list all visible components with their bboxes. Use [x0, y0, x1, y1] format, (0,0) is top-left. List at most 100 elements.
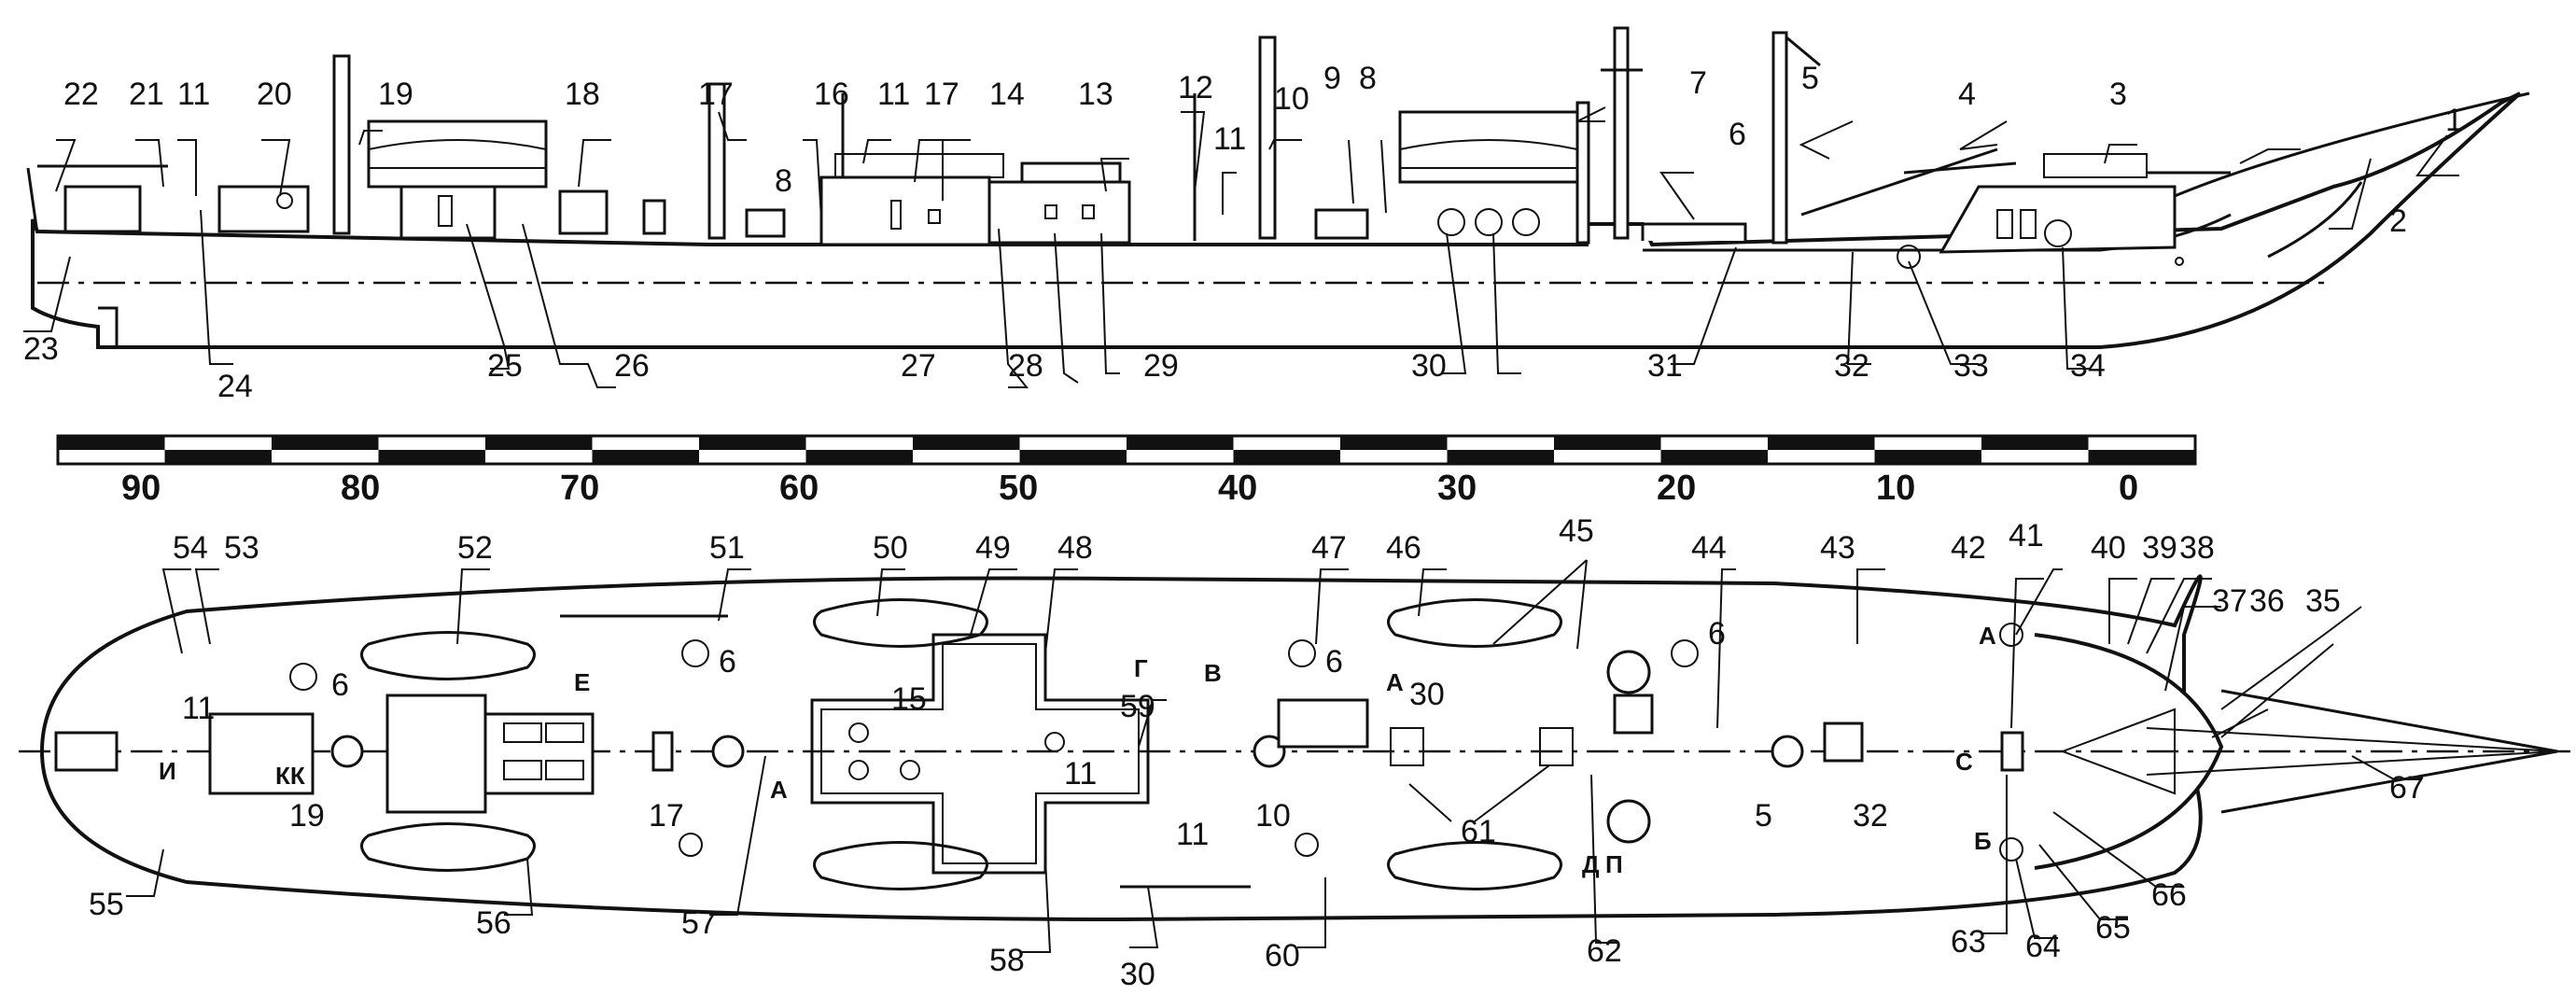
capstan-plan-b [1606, 799, 1651, 844]
bitt-6a [289, 663, 317, 691]
fwd-door-2 [2020, 209, 2037, 239]
stern-capstan [276, 192, 293, 209]
mid-window [928, 209, 941, 224]
side-label: 2 [2389, 203, 2407, 239]
plan-label: 53 [224, 530, 259, 566]
section-letter: КК [275, 762, 305, 790]
side-label: 32 [1834, 348, 1869, 384]
side-label: 14 [989, 77, 1025, 112]
lifeboat-fwd [1398, 110, 1579, 184]
bowsprit [2174, 91, 2530, 198]
mid-deckhouse-top [834, 153, 1004, 178]
plan-label: 15 [891, 681, 927, 717]
stay-5 [1785, 35, 1821, 67]
aft-house-block [483, 712, 595, 795]
plan-label: 52 [457, 530, 493, 566]
side-label: 11 [1213, 121, 1246, 157]
section-letter: Д [1582, 850, 1600, 878]
aft-engine-house [208, 712, 315, 795]
scale-tick-10: 10 [1876, 469, 1915, 508]
section-letter-layer: А А А Б В Г Д Е С И КК П [159, 622, 1996, 878]
aft-deck-house [385, 694, 487, 814]
scale-tick-40: 40 [1218, 469, 1257, 508]
plan-label: 50 [873, 530, 908, 566]
side-label: 19 [378, 77, 413, 112]
stern-rudder [98, 306, 119, 347]
plan-label: 45 [1559, 513, 1594, 549]
vent-11 [1044, 732, 1065, 752]
fore-mast-plan [1253, 735, 1286, 768]
plan-label: 10 [1255, 798, 1291, 834]
side-label: 22 [63, 77, 99, 112]
side-label: 5 [1801, 61, 1819, 96]
plan-label: 49 [975, 530, 1011, 566]
plan-label: 59 [1120, 689, 1155, 724]
mid-deckhouse [819, 175, 991, 246]
plan-label: 55 [89, 887, 124, 922]
side-label: 8 [1359, 61, 1377, 96]
lifeboat-58 [813, 841, 988, 890]
vent-15c [848, 722, 869, 743]
scale-segment [1019, 450, 1127, 464]
stern-box [651, 731, 674, 772]
plan-label: 44 [1691, 530, 1727, 566]
stern-wheelhouse [217, 185, 310, 233]
plan-label: 47 [1311, 530, 1347, 566]
plan-label: 40 [2091, 530, 2126, 566]
aft-deckhouse [399, 185, 497, 240]
lifeboat-56 [360, 822, 536, 872]
lifeboat-aft-canopy [368, 139, 547, 169]
plan-label: 11 [1064, 756, 1097, 792]
bridge-3 [2043, 153, 2148, 178]
scale-tick-30: 30 [1437, 469, 1477, 508]
plan-label: 61 [1461, 814, 1496, 849]
scale-segment [1233, 450, 1340, 464]
section-letter: П [1605, 850, 1623, 878]
windlass-42 [2000, 731, 2024, 772]
fore-mast [1258, 35, 1277, 240]
bitt-plan-b1 [679, 833, 703, 857]
scale-tick-20: 20 [1657, 469, 1696, 508]
capstan-30c [1512, 208, 1540, 236]
aft-door [438, 195, 453, 227]
capstan-30a [1437, 208, 1465, 236]
plan-label: 58 [989, 943, 1025, 978]
plan-label: 6 [719, 644, 736, 680]
scale-segment [1554, 436, 1661, 450]
side-label: 33 [1953, 348, 1989, 384]
bridge-window-2 [1082, 204, 1095, 219]
side-label: 11 [177, 77, 210, 112]
plan-label: 65 [2095, 910, 2131, 946]
hatch-e4 [545, 760, 584, 780]
side-label: 26 [614, 348, 650, 384]
side-label: 6 [1729, 117, 1746, 152]
winch-aft [745, 208, 786, 238]
scale-bar: 90 80 70 60 50 40 30 20 10 0 [56, 434, 2197, 508]
section-letter: С [1955, 748, 1973, 776]
plan-label: 64 [2025, 929, 2061, 964]
capstan-33 [1897, 245, 1921, 269]
vent-15a [848, 760, 869, 780]
midship-house-inner [820, 643, 1140, 864]
hatch-e [503, 722, 542, 743]
side-label: 16 [814, 77, 849, 112]
side-label: 20 [257, 77, 292, 112]
mast-5 [1771, 31, 1788, 245]
side-label: 13 [1078, 77, 1113, 112]
side-label: 17 [698, 77, 734, 112]
stern-flagstaff [26, 167, 39, 234]
stern-skylight [54, 731, 119, 772]
scale-tick-80: 80 [341, 469, 380, 508]
scale-segment [913, 436, 1020, 450]
scale-segment [805, 450, 913, 464]
plan-label: 43 [1820, 530, 1855, 566]
main-mast [707, 82, 726, 240]
foremast-7 [1575, 101, 1590, 245]
plan-label: 35 [2305, 583, 2341, 619]
plan-label: 48 [1057, 530, 1093, 566]
scale-segment [485, 436, 593, 450]
deck-outline [39, 574, 2203, 922]
lifeboat-aft [367, 119, 548, 189]
plan-label: 6 [1325, 644, 1343, 680]
